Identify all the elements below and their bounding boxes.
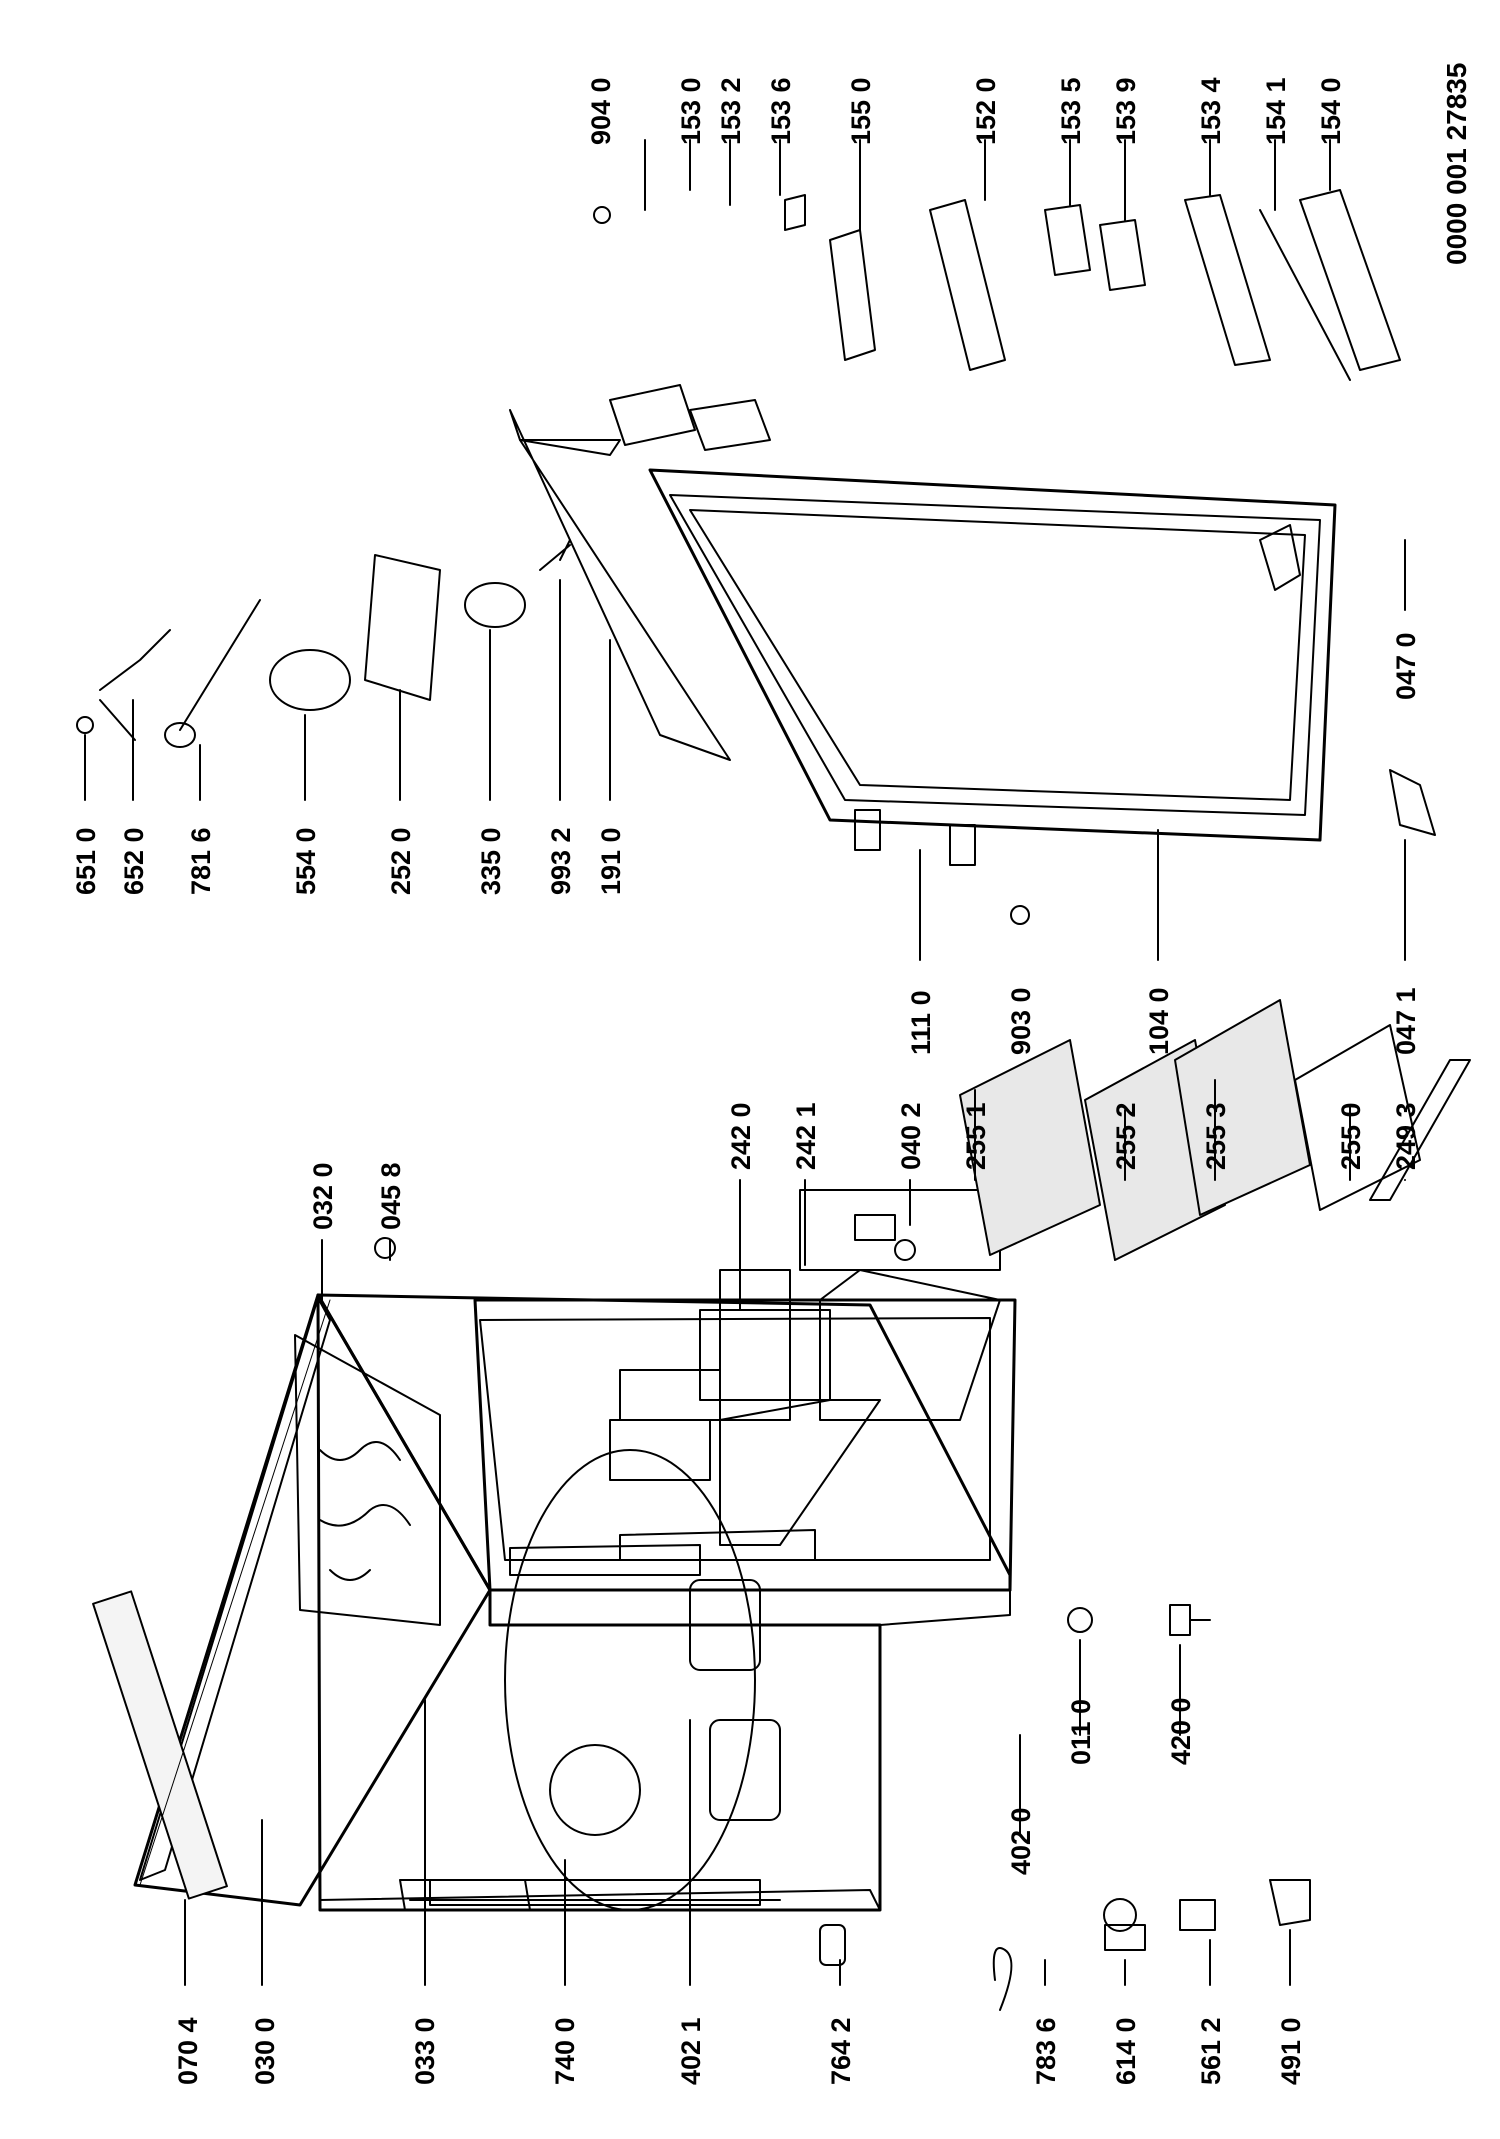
label-153-9: 153 9 bbox=[1111, 77, 1141, 145]
worktop-070-4 bbox=[92, 1299, 331, 1900]
label-255-1: 255 1 bbox=[961, 1102, 991, 1170]
bin-153-4 bbox=[1184, 194, 1271, 366]
label-781-6: 781 6 bbox=[186, 827, 216, 895]
label-242-0: 242 0 bbox=[726, 1102, 756, 1170]
bar-781-6 bbox=[164, 599, 261, 748]
label-152-0: 152 0 bbox=[971, 77, 1001, 145]
small-part-652-0 bbox=[99, 629, 171, 741]
compressor-area bbox=[504, 1449, 781, 1911]
label-242-1: 242 1 bbox=[791, 1102, 821, 1170]
bin-154-0 bbox=[1299, 189, 1401, 371]
label-335-0: 335 0 bbox=[476, 827, 506, 895]
clip-153-6 bbox=[784, 194, 806, 231]
knob-335-0 bbox=[464, 582, 526, 628]
label-155-0: 155 0 bbox=[846, 77, 876, 145]
label-249-3: 249 3 bbox=[1391, 1102, 1421, 1170]
label-255-0: 255 0 bbox=[1336, 1102, 1366, 1170]
bin-153-5 bbox=[1044, 204, 1091, 276]
label-153-4: 153 4 bbox=[1196, 77, 1226, 145]
label-154-0: 154 0 bbox=[1316, 77, 1346, 145]
door-104-0 bbox=[648, 468, 1337, 842]
shelf-255-0 bbox=[1294, 1024, 1421, 1211]
label-554-0: 554 0 bbox=[291, 827, 321, 895]
label-651-0: 651 0 bbox=[71, 827, 101, 895]
small-part-993-2 bbox=[539, 539, 571, 571]
document-id: 0000 001 27835 bbox=[1441, 62, 1472, 265]
label-153-6: 153 6 bbox=[766, 77, 796, 145]
small-part-561-2 bbox=[1179, 1899, 1216, 1931]
label-030-0: 030 0 bbox=[250, 2017, 280, 2085]
label-104-0: 104 0 bbox=[1144, 987, 1174, 1055]
label-402-0: 402 0 bbox=[1006, 1807, 1036, 1875]
label-255-2: 255 2 bbox=[1111, 1102, 1141, 1170]
label-652-0: 652 0 bbox=[119, 827, 149, 895]
label-153-5: 153 5 bbox=[1056, 77, 1086, 145]
label-420-0: 420 0 bbox=[1166, 1697, 1196, 1765]
hinge-047-0 bbox=[1259, 524, 1301, 591]
label-040-2: 040 2 bbox=[896, 1102, 926, 1170]
label-047-0: 047 0 bbox=[1391, 632, 1421, 700]
crisper-boxes bbox=[719, 1189, 1001, 1546]
egg-tray-155-0 bbox=[829, 229, 876, 361]
control-box-252-0 bbox=[364, 554, 441, 701]
bin-153-9 bbox=[1099, 219, 1146, 291]
label-153-2: 153 2 bbox=[716, 77, 746, 145]
label-904-0: 904 0 bbox=[586, 77, 616, 145]
label-764-2: 764 2 bbox=[826, 2017, 856, 2085]
label-993-2: 993 2 bbox=[546, 827, 576, 895]
small-part-111-0 bbox=[854, 809, 976, 866]
lamp-cover-554-0 bbox=[269, 649, 351, 711]
label-252-0: 252 0 bbox=[386, 827, 416, 895]
small-part-491-0 bbox=[1269, 1879, 1311, 1926]
small-part-764-2 bbox=[819, 1924, 846, 1966]
leader-lines bbox=[84, 139, 1406, 1986]
door-gasket-191-0 bbox=[509, 409, 731, 761]
small-part-011-0 bbox=[1067, 1607, 1093, 1633]
label-561-2: 561 2 bbox=[1196, 2017, 1226, 2085]
small-part-904-0 bbox=[593, 206, 611, 224]
label-033-0: 033 0 bbox=[410, 2017, 440, 2085]
cabinet-top-panel bbox=[133, 1293, 492, 1907]
label-011-0: 011 0 bbox=[1066, 1698, 1096, 1765]
label-045-8: 045 8 bbox=[376, 1162, 406, 1230]
small-part-040-2 bbox=[854, 1214, 916, 1261]
cabinet-body bbox=[316, 1293, 1017, 1912]
small-part-651-0 bbox=[76, 716, 94, 734]
evaporator-033-0 bbox=[294, 1334, 441, 1626]
label-402-1: 402 1 bbox=[676, 2017, 706, 2085]
label-255-3: 255 3 bbox=[1201, 1102, 1231, 1170]
label-154-1: 154 1 bbox=[1261, 77, 1291, 145]
label-903-0: 903 0 bbox=[1006, 987, 1036, 1055]
small-part-614-0 bbox=[1103, 1898, 1146, 1951]
strip-249-3 bbox=[1369, 1059, 1471, 1201]
label-032-0: 032 0 bbox=[308, 1162, 338, 1230]
small-part-903-0 bbox=[1010, 905, 1030, 925]
small-part-420-0 bbox=[1169, 1604, 1211, 1636]
label-070-4: 070 4 bbox=[173, 2017, 203, 2085]
label-740-0: 740 0 bbox=[550, 2017, 580, 2085]
bin-153-2 bbox=[689, 399, 771, 451]
shelves-in-cabinet bbox=[509, 1309, 831, 1576]
small-part-783-6 bbox=[992, 1947, 1013, 2011]
bin-153-0 bbox=[609, 384, 696, 446]
condenser-740-0 bbox=[399, 1879, 781, 1911]
label-491-0: 491 0 bbox=[1276, 2017, 1306, 2085]
shelf-255-3 bbox=[1174, 999, 1311, 1216]
small-part-045-8 bbox=[374, 1237, 396, 1259]
label-191-0: 191 0 bbox=[596, 827, 626, 895]
hinge-047-1 bbox=[1389, 769, 1436, 836]
label-111-0: 111 0 bbox=[906, 990, 936, 1055]
label-614-0: 614 0 bbox=[1111, 2017, 1141, 2085]
bin-152-0 bbox=[929, 199, 1006, 371]
bar-154-1 bbox=[1259, 209, 1351, 381]
label-047-1: 047 1 bbox=[1391, 987, 1421, 1055]
shelf-255-1 bbox=[959, 1039, 1101, 1256]
label-153-0: 153 0 bbox=[676, 77, 706, 145]
label-783-6: 783 6 bbox=[1031, 2017, 1061, 2085]
